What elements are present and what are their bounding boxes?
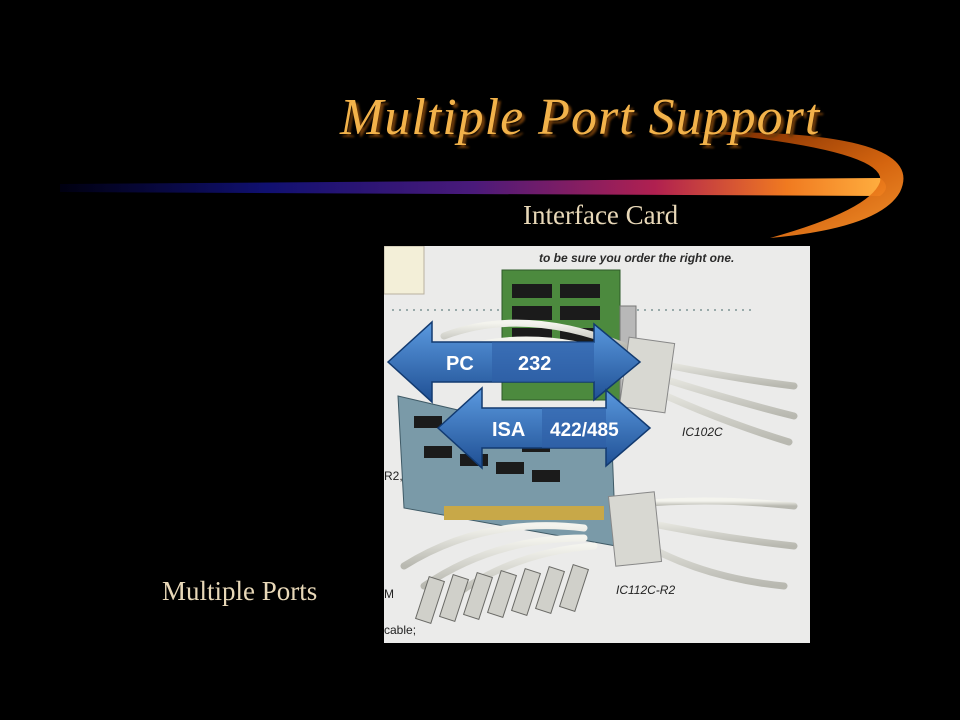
model-label-bottom: IC112C-R2 — [616, 583, 675, 597]
photo-corner-box — [384, 246, 425, 295]
arrow-label-isa: ISA — [492, 419, 525, 441]
edge-text-bottom: cable; — [384, 623, 416, 637]
photo-caption: to be sure you order the right one. — [539, 251, 734, 265]
arrow-pc-232: PC 232 — [386, 320, 642, 404]
title-swoosh-decoration — [60, 131, 904, 238]
arrow-label-232: 232 — [518, 353, 551, 375]
connector-bottom — [607, 491, 663, 567]
model-label-top: IC102C — [682, 425, 723, 439]
arrow-label-pc: PC — [446, 353, 474, 375]
edge-text-mid: M — [384, 587, 394, 601]
label-interface-card: Interface Card — [523, 200, 679, 230]
arrow-label-422-485: 422/485 — [550, 420, 619, 441]
edge-text-top: R2, — [384, 469, 403, 483]
label-multiple-ports: Multiple Ports — [162, 576, 318, 606]
slide-title: Multiple Port Support — [340, 89, 821, 146]
arrow-isa-422-485: ISA 422/485 — [436, 386, 652, 470]
db-connectors-row — [414, 563, 590, 625]
product-photo: to be sure you order the right one. — [384, 246, 810, 643]
connector-top — [618, 336, 676, 414]
